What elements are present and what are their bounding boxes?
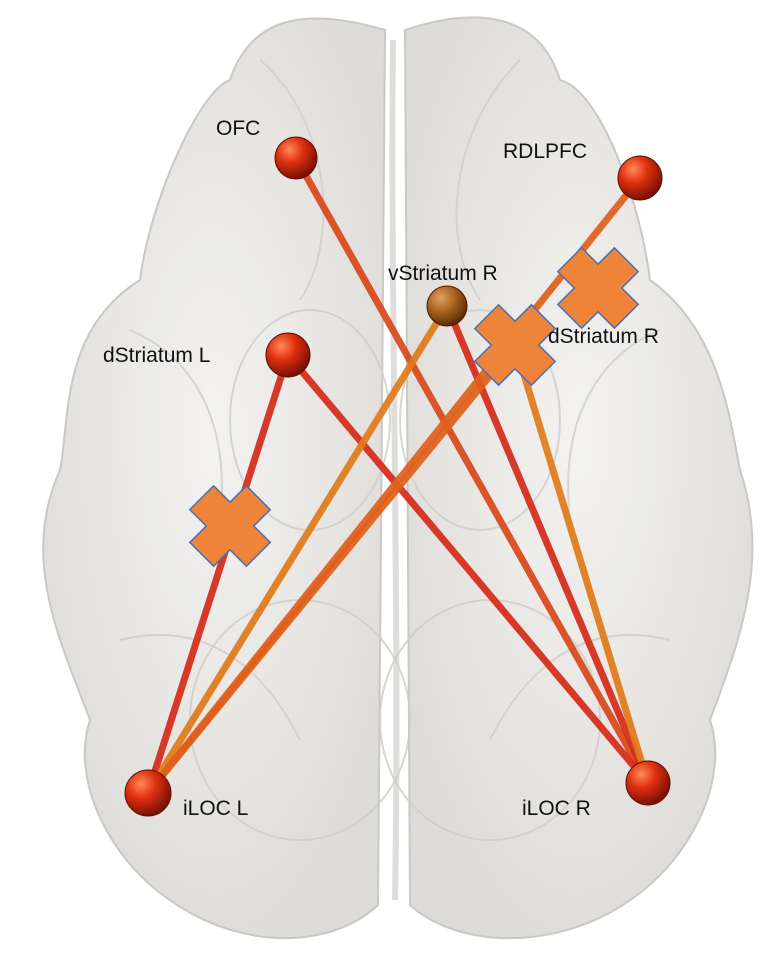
node-iloc_l	[125, 770, 171, 816]
node-dstriatum_l	[266, 333, 310, 377]
node-label-dstriatum_r: dStriatum R	[548, 325, 659, 348]
midline-fissure	[392, 40, 396, 900]
node-label-rdlpfc: RDLPFC	[503, 140, 587, 163]
node-ofc	[275, 137, 317, 179]
node-label-ofc: OFC	[216, 117, 260, 140]
node-vstriatum_r	[427, 286, 467, 326]
node-label-vstriatum_r: vStriatum R	[388, 262, 498, 285]
node-label-dstriatum_l: dStriatum L	[103, 344, 210, 367]
node-iloc_r	[626, 761, 670, 805]
node-rdlpfc	[618, 156, 662, 200]
node-label-iloc_r: iLOC R	[522, 797, 591, 820]
node-label-iloc_l: iLOC L	[183, 797, 248, 820]
